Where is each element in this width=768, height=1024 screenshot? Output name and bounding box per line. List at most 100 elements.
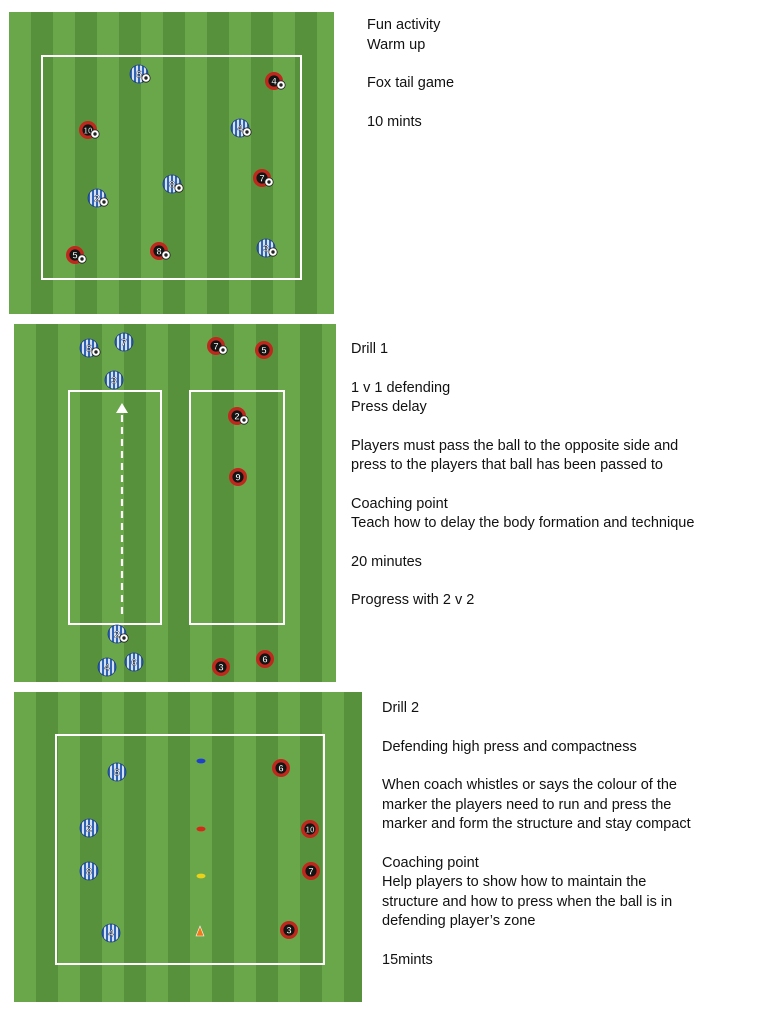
play-area-boundary (41, 55, 302, 280)
player-number: 9 (235, 472, 240, 483)
notes-line: Coaching point (351, 495, 448, 512)
player-red: 3 (280, 921, 298, 939)
player-red: 5 (255, 341, 273, 359)
cone-marker (195, 925, 205, 937)
player-blue: 2 (87, 188, 109, 208)
player-red: 3 (212, 658, 230, 676)
ball-icon (119, 633, 129, 643)
ball-icon (218, 345, 228, 355)
player-number: 3 (218, 662, 223, 673)
notes-spacer (351, 418, 761, 437)
player-blue: 4 (230, 118, 252, 138)
player-number: 4 (108, 928, 114, 939)
player-red: 7 (253, 169, 274, 187)
player-number: 10 (84, 126, 93, 135)
player-number: 5 (86, 343, 92, 354)
player-number: 7 (308, 866, 313, 877)
pitch-drill-1-svg: 5 7 3 7 5 2 9 2 4 6 3 6 (14, 324, 336, 682)
notes-line: Press delay (351, 399, 427, 415)
player-number: 2 (234, 411, 239, 422)
grass (9, 12, 334, 314)
ball-icon (264, 177, 274, 187)
arrow-run-icon (116, 403, 128, 614)
notes-line: marker the players need to run and press… (382, 796, 672, 813)
player-number: 7 (259, 173, 264, 184)
player-number: 3 (263, 243, 268, 254)
notes-spacer (367, 55, 747, 74)
notes-line: press to the players that ball has been … (351, 457, 663, 473)
notes-line: Help players to show how to maintain the (382, 874, 647, 890)
player-red: 8 (150, 242, 171, 260)
player-red: 6 (256, 650, 274, 668)
player-number: 8 (169, 179, 174, 190)
notes-line: marker and form the structure and stay c… (382, 816, 691, 832)
channel-right (189, 390, 285, 625)
player-blue: 5 (129, 64, 151, 84)
player-number: 7 (213, 341, 218, 352)
pitch-drill-1: 5 7 3 7 5 2 9 2 4 6 3 6 (14, 324, 336, 682)
notes-spacer (382, 757, 762, 776)
player-number: 4 (104, 662, 110, 673)
notes-line: Fox tail game (367, 75, 455, 91)
player-red: 9 (229, 468, 247, 486)
grass (14, 324, 336, 682)
ball-icon (161, 250, 171, 260)
player-number: 3 (286, 925, 291, 936)
player-number: 6 (262, 654, 267, 665)
play-area-boundary (55, 734, 325, 965)
ball-icon (141, 73, 151, 83)
player-number: 5 (72, 250, 78, 261)
disc-marker (196, 758, 206, 764)
ball-icon (99, 197, 109, 207)
ball-icon (90, 129, 100, 139)
ball-icon (276, 80, 286, 90)
player-red: 7 (207, 337, 228, 355)
notes-spacer (382, 719, 762, 738)
notes-spacer (382, 932, 762, 951)
disc-marker (196, 873, 206, 879)
player-blue: 5 (107, 762, 127, 782)
notes-line: When coach whistles or says the colour o… (382, 777, 677, 793)
player-blue: 2 (79, 818, 99, 838)
player-red: 5 (66, 246, 87, 264)
notes-spacer (382, 835, 762, 854)
player-blue: 8 (162, 174, 184, 194)
grass (14, 692, 362, 1002)
notes-line: Warm up (367, 36, 426, 53)
player-blue: 4 (97, 657, 117, 677)
player-number: 6 (278, 763, 283, 774)
notes-spacer (351, 534, 761, 553)
notes-line: defending player’s zone (382, 913, 536, 929)
player-number: 5 (114, 767, 120, 778)
ball-icon (239, 415, 249, 425)
player-blue: 2 (107, 624, 129, 644)
notes-spacer (351, 572, 761, 591)
player-red: 7 (302, 862, 320, 880)
channel-left (68, 390, 162, 625)
disc-marker (196, 826, 206, 832)
ball-icon (91, 347, 101, 357)
notes-line: 10 mints (367, 113, 422, 130)
player-blue: 6 (124, 652, 144, 672)
player-red: 6 (272, 759, 290, 777)
notes-line: Defending high press and compactness (382, 738, 637, 755)
notes-line: Drill 1 (351, 341, 389, 357)
notes-line: Progress with 2 v 2 (351, 592, 475, 608)
pitch-fun-svg: 5 4 10 4 8 7 2 5 8 3 (9, 12, 334, 314)
ball-icon (268, 247, 278, 257)
notes-line: 15mints (382, 951, 433, 968)
player-red: 10 (301, 820, 319, 838)
player-number: 4 (237, 123, 243, 134)
player-number: 10 (306, 825, 315, 834)
notes-line: Players must pass the ball to the opposi… (351, 437, 679, 454)
notes-spacer (351, 360, 761, 379)
player-number: 2 (94, 193, 99, 204)
player-number: 3 (111, 375, 116, 386)
player-blue: 3 (104, 370, 124, 390)
player-red: 4 (265, 72, 286, 90)
player-blue: 7 (114, 332, 134, 352)
player-number: 2 (114, 629, 119, 640)
